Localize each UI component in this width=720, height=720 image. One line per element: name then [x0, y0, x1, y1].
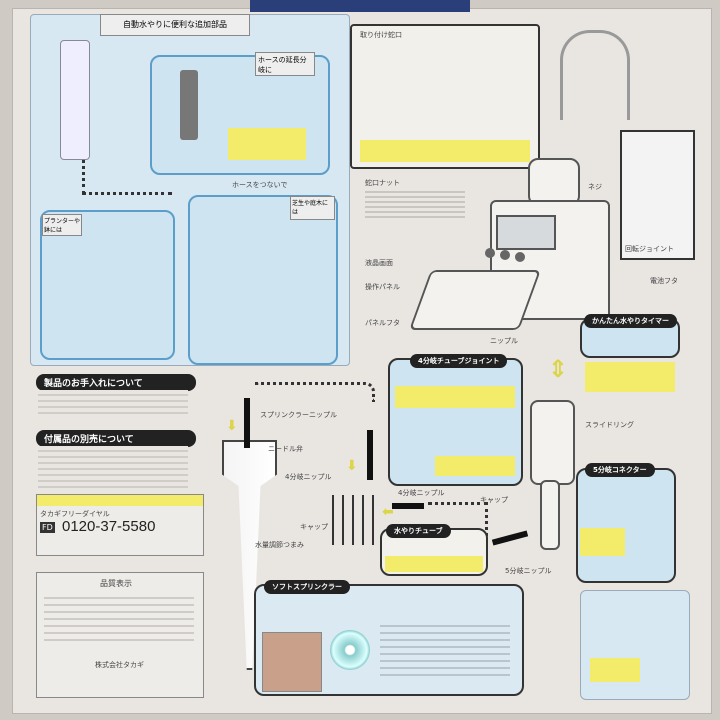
faucet-nut-label: 蛇口ナット [365, 179, 400, 187]
cap-label-2: キャップ [480, 496, 508, 504]
phone-number: 0120-37-5580 [62, 518, 156, 535]
hose-branch-note [228, 128, 306, 160]
faucet-adapter-illustration [60, 40, 90, 160]
maker-name: 株式会社タカギ [95, 661, 144, 669]
cap-label: キャップ [300, 523, 328, 531]
quality-title: 品質表示 [100, 579, 132, 588]
connector-detail-note [590, 658, 640, 682]
planter-label: プランターや鉢には [42, 214, 82, 236]
battery-inset [620, 130, 695, 260]
faucet-illustration [560, 30, 630, 120]
lcd-screen-illustration [496, 215, 556, 250]
operation-panel-label: 操作パネル [365, 283, 400, 291]
soft-sprinkler-header: ソフトスプリンクラー [264, 580, 350, 594]
accessories-text [38, 446, 188, 490]
five-nipple-label: 5分岐ニップル [505, 567, 552, 575]
lawn-panel [188, 195, 338, 365]
four-nipple-label: 4分岐ニップル [285, 473, 332, 481]
battery-cover-label: 電池フタ [650, 277, 678, 285]
faucet-note [360, 140, 530, 162]
rotary-joint-label: 回転ジョイント [625, 245, 674, 253]
soil-illustration [262, 632, 322, 692]
tube-illustration [244, 398, 250, 448]
soft-sprinkler-text [380, 620, 510, 680]
accessory-title: 自動水やりに便利な追加部品 [100, 14, 250, 36]
contact-label: タカギフリーダイヤル [40, 510, 110, 518]
four-joint-note [395, 386, 515, 408]
connect-hose-label: ホースをつないで [232, 181, 288, 189]
four-joint-note-2 [435, 456, 515, 476]
flow-knob-label: 水量調節つまみ [255, 541, 304, 549]
faucet-compat-title: 取り付け蛇口 [360, 31, 402, 39]
panel-cover-illustration [409, 270, 541, 330]
panel-cover-label: パネルフタ [365, 319, 400, 327]
screw-label: ネジ [588, 183, 602, 191]
care-header: 製品のお手入れについて [36, 374, 196, 391]
slide-ring-illustration [530, 400, 575, 485]
five-connector-callout [576, 468, 676, 583]
nipple-label: ニップル [490, 337, 518, 345]
accessories-header: 付属品の別売について [36, 430, 196, 447]
timer-note [585, 362, 675, 392]
water-tube-note [385, 556, 483, 572]
four-nipple-label-2: 4分岐ニップル [398, 489, 445, 497]
needle-valve-label: ニードル弁 [268, 445, 303, 453]
four-branch-nipple-illustration [332, 495, 382, 545]
left-arrow-icon: ⬅ [382, 504, 394, 520]
four-joint-header: 4分岐チューブジョイント [410, 354, 508, 368]
y-connector-illustration [180, 70, 198, 140]
lcd-label: 液晶画面 [365, 259, 393, 267]
sprinkler-nipple-label: スプリンクラーニップル [260, 411, 337, 419]
free-dial-icon: FD [40, 522, 55, 533]
lawn-label: 芝生や庭木には [290, 196, 335, 220]
button-icon [500, 250, 510, 260]
contact-note [37, 495, 203, 506]
box-top-edge [250, 0, 470, 12]
five-connector-header: 5分岐コネクター [585, 463, 655, 477]
connector-detail-panel [580, 590, 690, 700]
slide-ring-label: スライドリング [585, 421, 634, 429]
hose-branch-label: ホースの延長分岐に [255, 52, 315, 76]
up-down-arrow-icon: ⇕ [548, 355, 569, 383]
down-arrow-icon: ⬇ [346, 458, 358, 474]
button-icon [485, 248, 495, 258]
dotted-connection [255, 382, 375, 402]
spray-pattern-illustration [330, 630, 370, 670]
five-branch-connector-illustration [540, 480, 560, 550]
tube-illustration [367, 430, 373, 480]
button-icon [515, 252, 525, 262]
quality-text [44, 592, 194, 646]
care-text [38, 390, 188, 416]
faucet-nut-instructions [365, 188, 465, 220]
dotted-connection [428, 502, 488, 542]
timer-badge: かんたん水やりタイマー [584, 314, 677, 328]
tube-illustration [392, 503, 424, 509]
faucet-nut-illustration [528, 158, 580, 206]
water-tube-header: 水やりチューブ [386, 524, 451, 538]
five-connector-note [580, 528, 625, 556]
down-arrow-icon: ⬇ [226, 418, 238, 434]
